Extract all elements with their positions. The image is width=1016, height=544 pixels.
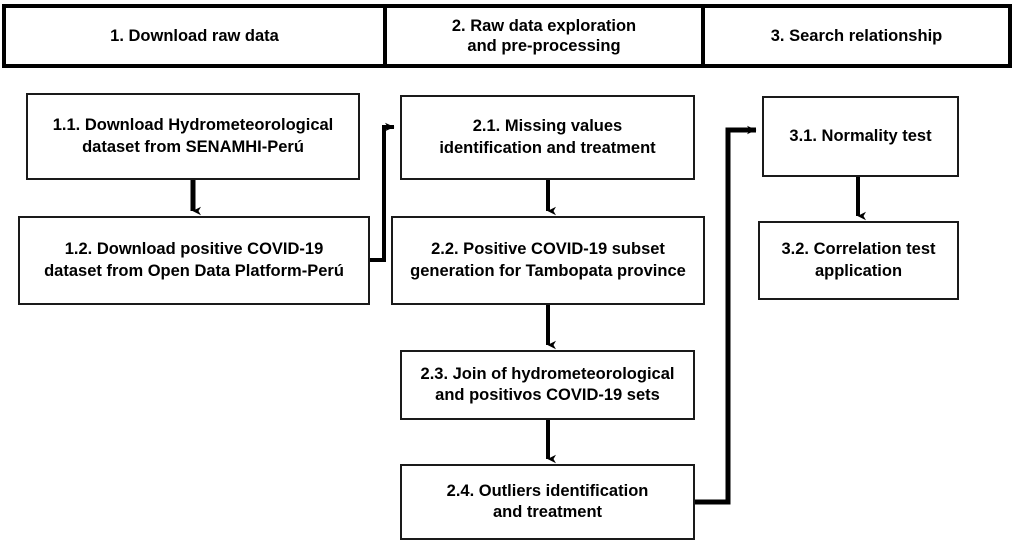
- process-box-3-2[interactable]: 3.2. Correlation test application: [758, 221, 959, 300]
- process-box-2-4[interactable]: 2.4. Outliers identification and treatme…: [400, 464, 695, 540]
- process-box-1-2[interactable]: 1.2. Download positive COVID-19 dataset …: [18, 216, 370, 305]
- stage-header-band: 1. Download raw data 2. Raw data explora…: [2, 4, 1012, 68]
- connector-2-4-to-3-1: [695, 125, 757, 505]
- process-box-3-1[interactable]: 3.1. Normality test: [762, 96, 959, 177]
- process-box-2-3[interactable]: 2.3. Join of hydrometeorological and pos…: [400, 350, 695, 420]
- stage-header-2: 2. Raw data exploration and pre-processi…: [387, 8, 705, 64]
- stage-header-1: 1. Download raw data: [6, 8, 387, 64]
- stage-header-3: 3. Search relationship: [770, 26, 943, 45]
- process-box-2-1[interactable]: 2.1. Missing values identification and t…: [400, 95, 695, 180]
- process-box-2-2[interactable]: 2.2. Positive COVID-19 subset generation…: [391, 216, 705, 305]
- process-box-1-1[interactable]: 1.1. Download Hydrometeorological datase…: [26, 93, 360, 180]
